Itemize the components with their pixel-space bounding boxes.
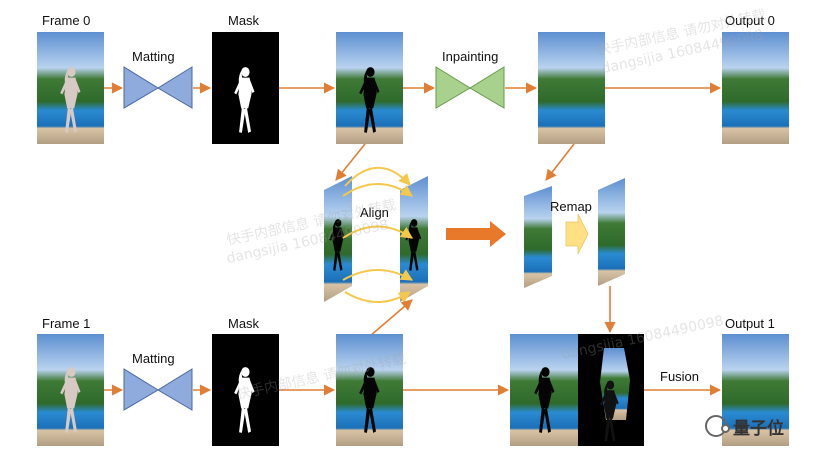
label-align: Align (360, 205, 389, 220)
big-arrow (446, 221, 506, 247)
masked-frame0-image (336, 32, 403, 144)
frame0-image (37, 32, 104, 144)
label-output0: Output 0 (725, 13, 775, 28)
brand-logo: 量子位 (705, 414, 784, 439)
warped-frame-right (400, 176, 428, 302)
label-matting1: Matting (132, 351, 175, 366)
frame1-image (37, 334, 104, 446)
matting-block-0b (157, 66, 193, 109)
wechat-icon (705, 415, 730, 437)
warped-frame-left (324, 176, 352, 302)
label-fusion: Fusion (660, 369, 700, 384)
fusion-input-image (510, 334, 644, 446)
align-loops (342, 166, 414, 303)
label-remap: Remap (550, 199, 592, 214)
label-mask0: Mask (228, 13, 260, 28)
arrow (335, 143, 366, 181)
arrow (369, 299, 413, 337)
output0-image (722, 32, 789, 144)
matting-block-1 (123, 368, 159, 411)
label-output1: Output 1 (725, 316, 775, 331)
masked-frame1-image (336, 334, 403, 446)
inpainting-block-b (469, 66, 505, 109)
output1-image (722, 334, 789, 446)
matting-block-0 (123, 66, 159, 109)
label-inpainting: Inpainting (442, 49, 499, 64)
remap-target-image (598, 178, 625, 286)
inpainted-frame0-image (538, 32, 605, 144)
remap-source-image (524, 186, 552, 288)
arrow (545, 143, 575, 181)
label-mask1: Mask (228, 316, 260, 331)
brand-text: 量子位 (733, 418, 784, 439)
label-matting0: Matting (132, 49, 175, 64)
matting-block-1b (157, 368, 193, 411)
label-frame0: Frame 0 (42, 13, 91, 28)
remap-block (565, 213, 589, 255)
mask0-image (212, 32, 279, 144)
mask1-image (212, 334, 279, 446)
label-frame1: Frame 1 (42, 316, 91, 331)
inpainting-block (435, 66, 471, 109)
